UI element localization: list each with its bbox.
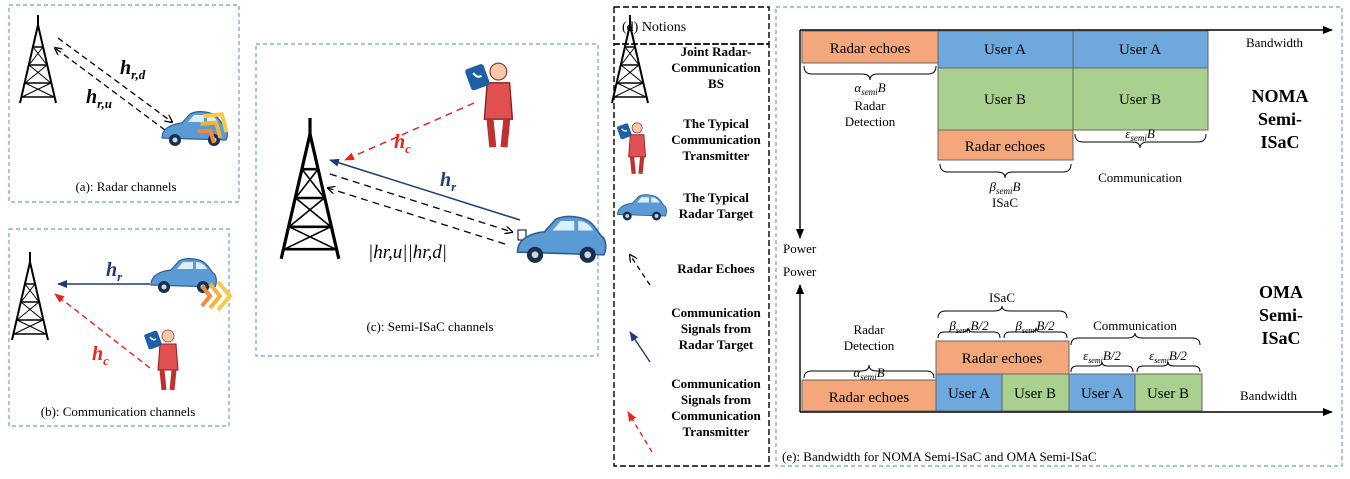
noma-alpha-brace	[803, 65, 937, 81]
panel-b-communication-channels: hr hc (b): Communication channels	[8, 228, 232, 427]
h-rd-label: hr,d	[120, 57, 146, 82]
oma-eps-half-label-1: εsemiB/2	[1083, 348, 1121, 365]
panel-b-caption: (b): Communication channels	[41, 404, 196, 419]
noma-bandwidth-label: Bandwidth	[1246, 35, 1304, 50]
h-c-arrow	[54, 293, 151, 369]
legend-comm-radar-arrow	[629, 331, 651, 363]
oma-eps-half-brace-1	[1070, 361, 1134, 373]
noma-user-b-block-2	[1072, 67, 1209, 131]
oma-user-a-block-2	[1068, 373, 1136, 412]
legend-comm-transmitter-arrow	[627, 411, 653, 453]
noma-user-a-block-1	[937, 30, 1074, 69]
panel-a-radar-channels: hr,d hr,u (a): Radar channels	[8, 4, 240, 203]
radar-echo-down-arrow	[57, 37, 172, 122]
noma-user-b-text-2: User B	[1119, 92, 1161, 108]
panel-e-caption: (e): Bandwidth for NOMA Semi-ISaC and OM…	[782, 449, 1097, 464]
panel-c-caption: (c): Semi-ISaC channels	[366, 319, 493, 334]
oma-communication-label: Communication	[1093, 318, 1177, 333]
h-ru-hrd-label: |hr,u||hr,d|	[368, 242, 447, 263]
panel-e-frame	[775, 6, 1343, 467]
comm-transmitter-icon	[464, 63, 512, 147]
noma-user-a-text-2: User A	[1119, 42, 1161, 58]
h-r-label: hr	[106, 259, 123, 284]
noma-isac-radar-echoes-block	[937, 129, 1074, 161]
noma-user-a-block-2	[1072, 30, 1209, 69]
panel-c-frame	[255, 43, 599, 357]
radar-echo-up-arrow	[55, 48, 166, 131]
oma-alpha-brace	[803, 364, 935, 379]
notions-legend-frame	[613, 43, 770, 467]
noma-user-a-text-1: User A	[984, 42, 1026, 58]
oma-comm-brace	[1070, 332, 1201, 346]
oma-radar-echoes-text: Radar echoes	[829, 390, 910, 406]
oma-beta-half-brace-1	[937, 327, 1001, 339]
oma-isac-radar-echoes-text: Radar echoes	[962, 351, 1043, 367]
noma-power-label: Power	[783, 241, 817, 256]
noma-user-b-block-1	[937, 67, 1074, 131]
panel-a-frame	[8, 4, 240, 203]
panel-e-bandwidth: Bandwidth Power Radar echoes User A User…	[775, 6, 1343, 467]
oma-user-a-block-1	[935, 373, 1003, 412]
oma-beta-half-label-2: βsemiB/2	[1014, 318, 1055, 335]
noma-user-b-text-1: User B	[984, 92, 1026, 108]
noma-communication-label: Communication	[1098, 170, 1182, 185]
h-r-label: hr	[440, 169, 457, 194]
oma-user-a-text-1: User A	[948, 386, 990, 402]
oma-beta-half-label-1: βsemiB/2	[948, 318, 989, 335]
h-ru-label: hr,u	[86, 86, 112, 111]
legend-transmitter-icon	[616, 123, 645, 174]
legend-echo-arrow	[630, 255, 651, 286]
comm-transmitter-icon	[144, 330, 178, 390]
radar-echo-up-arrow	[328, 188, 506, 245]
noma-beta-label: βsemiB	[989, 179, 1021, 196]
h-c-label: hc	[92, 343, 109, 368]
bs-tower-icon	[19, 14, 57, 104]
oma-user-a-text-2: User A	[1081, 386, 1123, 402]
oma-bandwidth-label: Bandwidth	[1240, 388, 1298, 403]
radar-target-car-icon	[150, 258, 217, 294]
oma-user-b-text-1: User B	[1014, 386, 1056, 402]
oma-user-b-block-2	[1134, 373, 1203, 412]
oma-radar-echoes-block	[801, 379, 937, 412]
radar-target-car-icon	[516, 215, 607, 264]
oma-user-b-text-2: User B	[1147, 386, 1189, 402]
notions-title-frame	[613, 6, 770, 45]
oma-isac-radar-echoes-block	[935, 340, 1070, 375]
h-r-arrow	[329, 158, 521, 221]
noma-isac-label: ISaC	[992, 195, 1018, 210]
legend-echo-label: Radar Echoes	[677, 261, 754, 276]
h-c-label: hc	[394, 131, 411, 156]
panel-b-frame	[8, 228, 230, 427]
panel-c-semi-isac-channels: hc hr |hr,u||hr,d| (c): Semi-ISaC channe…	[255, 43, 607, 357]
noma-radar-echoes-text: Radar echoes	[830, 41, 911, 57]
notions-title: (d) Notions	[622, 20, 686, 35]
oma-user-b-block-1	[1001, 373, 1070, 412]
noma-beta-brace	[939, 163, 1072, 179]
oma-eps-half-brace-2	[1136, 361, 1201, 373]
radar-echo-down-arrow	[329, 173, 512, 232]
noma-alpha-label: αsemiB	[854, 80, 885, 97]
oma-isac-label: ISaC	[989, 290, 1015, 305]
oma-isac-brace	[937, 305, 1068, 319]
noma-radar-echoes-block	[801, 30, 939, 64]
bs-tower-icon	[11, 251, 49, 341]
legend-car-icon	[617, 194, 667, 221]
noma-isac-radar-echoes-text: Radar echoes	[965, 139, 1046, 155]
oma-beta-half-brace-2	[1003, 327, 1068, 339]
panel-a-caption: (a): Radar channels	[75, 179, 176, 194]
oma-power-label: Power	[783, 264, 817, 279]
oma-eps-half-label-2: εsemiB/2	[1149, 348, 1187, 365]
noma-eps-brace	[1074, 133, 1207, 149]
